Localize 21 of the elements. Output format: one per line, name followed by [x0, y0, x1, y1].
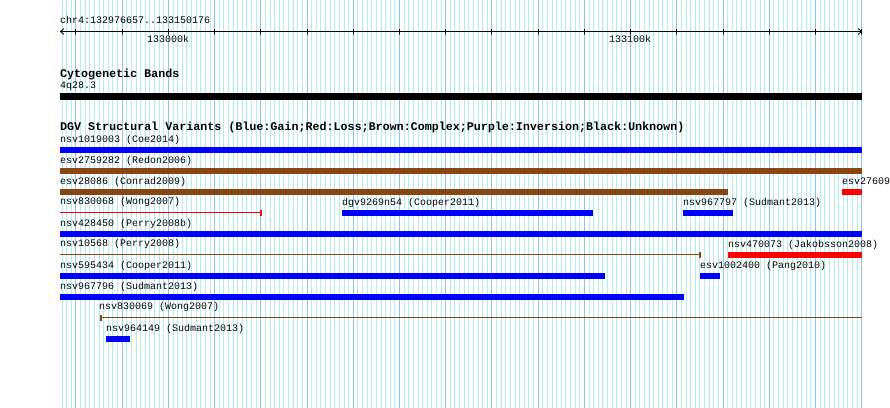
band-label: 4q28.3 — [60, 81, 96, 92]
tick-label: 133100k — [609, 35, 652, 46]
variant-label: nsv830069 (Wong2007) — [99, 302, 220, 313]
variant-label: nsv428450 (Perry2008b) — [60, 218, 192, 230]
track-title: Cytogenetic Bands — [60, 68, 180, 80]
variant-label: nsv470073 (Jakobsson2008) — [728, 240, 878, 250]
locus-label: chr4:132976657..133150176 — [60, 16, 210, 27]
variant-label: nsv1019003 (Coe2014) — [60, 134, 180, 146]
variant-label: nsv964149 (Sudmant2013) — [106, 324, 244, 334]
variant-label: nsv830068 (Wong2007) — [60, 197, 180, 208]
track-title: DGV Structural Variants (Blue:Gain;Red:Loss;Brown:Complex;Purple:Inversion;Black:Unknown) — [60, 121, 684, 134]
variant-label: esv27609 — [842, 176, 890, 188]
variant-label: esv28086 (Conrad2009) — [60, 176, 186, 188]
tick-label: 133000k — [147, 35, 190, 46]
variant-label: nsv10568 (Perry2008) — [60, 239, 180, 250]
variant-label: esv1002400 (Pang2010) — [700, 260, 826, 272]
variant-label: nsv595434 (Cooper2011) — [60, 260, 192, 272]
variant-label: nsv967796 (Sudmant2013) — [60, 282, 198, 292]
variant-label: esv2759282 (Redon2006) — [60, 156, 192, 166]
variant-label: nsv967797 (Sudmant2013) — [683, 198, 822, 208]
variant-label: dgv9269n54 (Cooper2011) — [342, 198, 480, 208]
